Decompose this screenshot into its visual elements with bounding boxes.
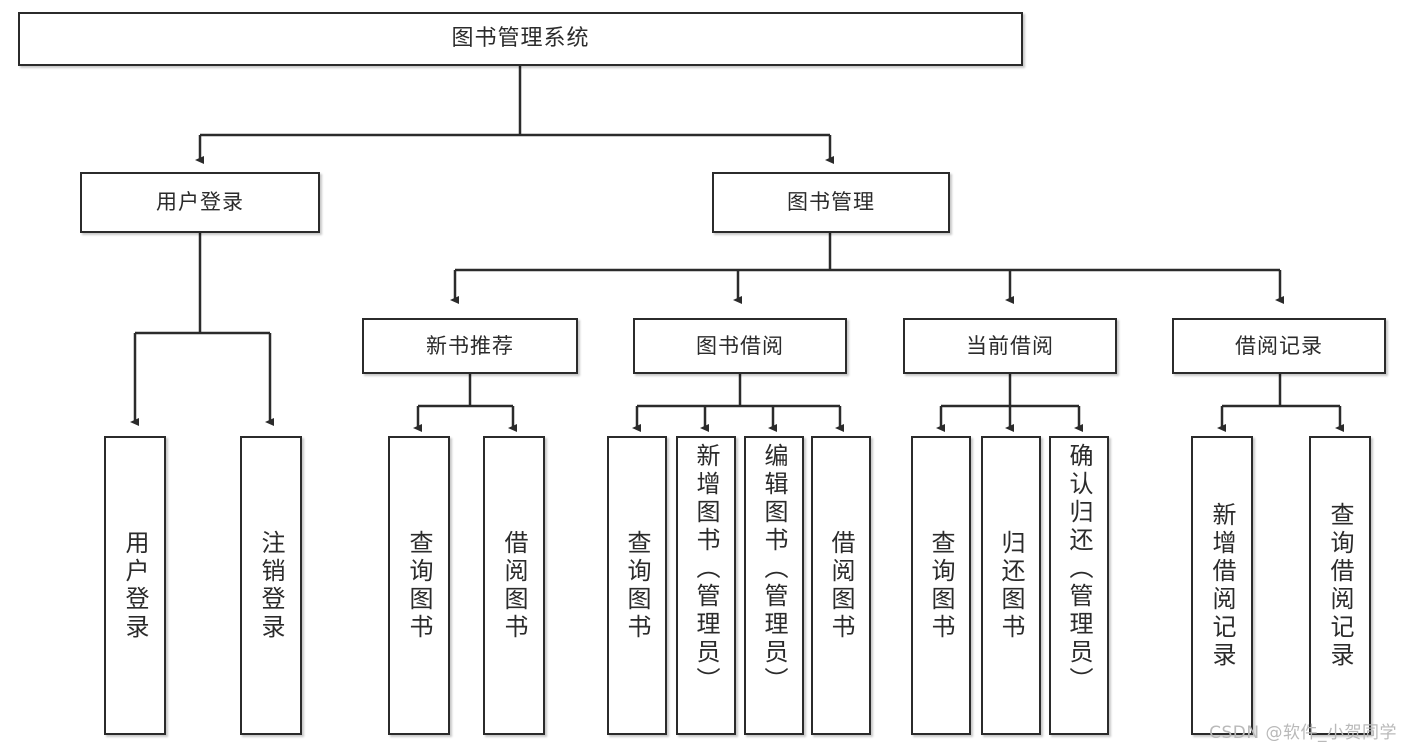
node-label: 查询图书	[927, 529, 955, 642]
node-label: 查询图书	[405, 529, 433, 642]
node-label: 图书管理系统	[451, 26, 590, 52]
leaf-recommend-borrow-book[interactable]: 借阅图书	[483, 436, 545, 735]
node-label: 注销登录	[257, 529, 285, 642]
node-new-book-recommend[interactable]: 新书推荐	[362, 318, 578, 374]
leaf-borrow-edit-book-admin[interactable]: 编辑图书（管理员）	[744, 436, 804, 735]
node-label: 确认归还（管理员）	[1065, 443, 1093, 695]
leaf-borrow-add-book-admin[interactable]: 新增图书（管理员）	[676, 436, 736, 735]
watermark: CSDN @软件_小贺同学	[1209, 723, 1397, 743]
node-label: 用户登录	[156, 190, 244, 215]
node-label: 用户登录	[121, 529, 149, 642]
node-label: 借阅记录	[1235, 333, 1323, 358]
leaf-user-login[interactable]: 用户登录	[104, 436, 166, 735]
leaf-borrow-query-book[interactable]: 查询图书	[607, 436, 667, 735]
node-book-borrow[interactable]: 图书借阅	[633, 318, 847, 374]
leaf-current-query-book[interactable]: 查询图书	[911, 436, 971, 735]
leaf-borrow-borrow-book[interactable]: 借阅图书	[811, 436, 871, 735]
leaf-current-confirm-return-admin[interactable]: 确认归还（管理员）	[1049, 436, 1109, 735]
node-root-system[interactable]: 图书管理系统	[18, 12, 1023, 66]
node-label: 借阅图书	[827, 529, 855, 642]
node-label: 编辑图书（管理员）	[760, 443, 788, 695]
node-label: 新增借阅记录	[1208, 501, 1236, 670]
node-book-management[interactable]: 图书管理	[712, 172, 950, 233]
node-label: 当前借阅	[966, 333, 1054, 358]
node-borrow-record[interactable]: 借阅记录	[1172, 318, 1386, 374]
node-current-borrow[interactable]: 当前借阅	[903, 318, 1117, 374]
leaf-user-logout[interactable]: 注销登录	[240, 436, 302, 735]
node-label: 归还图书	[997, 529, 1025, 642]
leaf-current-return-book[interactable]: 归还图书	[981, 436, 1041, 735]
node-label: 图书借阅	[696, 333, 784, 358]
node-label: 查询图书	[623, 529, 651, 642]
node-label: 图书管理	[787, 190, 875, 215]
node-label: 新增图书（管理员）	[692, 443, 720, 695]
leaf-recommend-query-book[interactable]: 查询图书	[388, 436, 450, 735]
node-label: 新书推荐	[426, 333, 514, 358]
node-label: 查询借阅记录	[1326, 501, 1354, 670]
leaf-record-add-borrow-record[interactable]: 新增借阅记录	[1191, 436, 1253, 735]
node-user-login[interactable]: 用户登录	[80, 172, 320, 233]
node-label: 借阅图书	[500, 529, 528, 642]
leaf-record-query-borrow-record[interactable]: 查询借阅记录	[1309, 436, 1371, 735]
